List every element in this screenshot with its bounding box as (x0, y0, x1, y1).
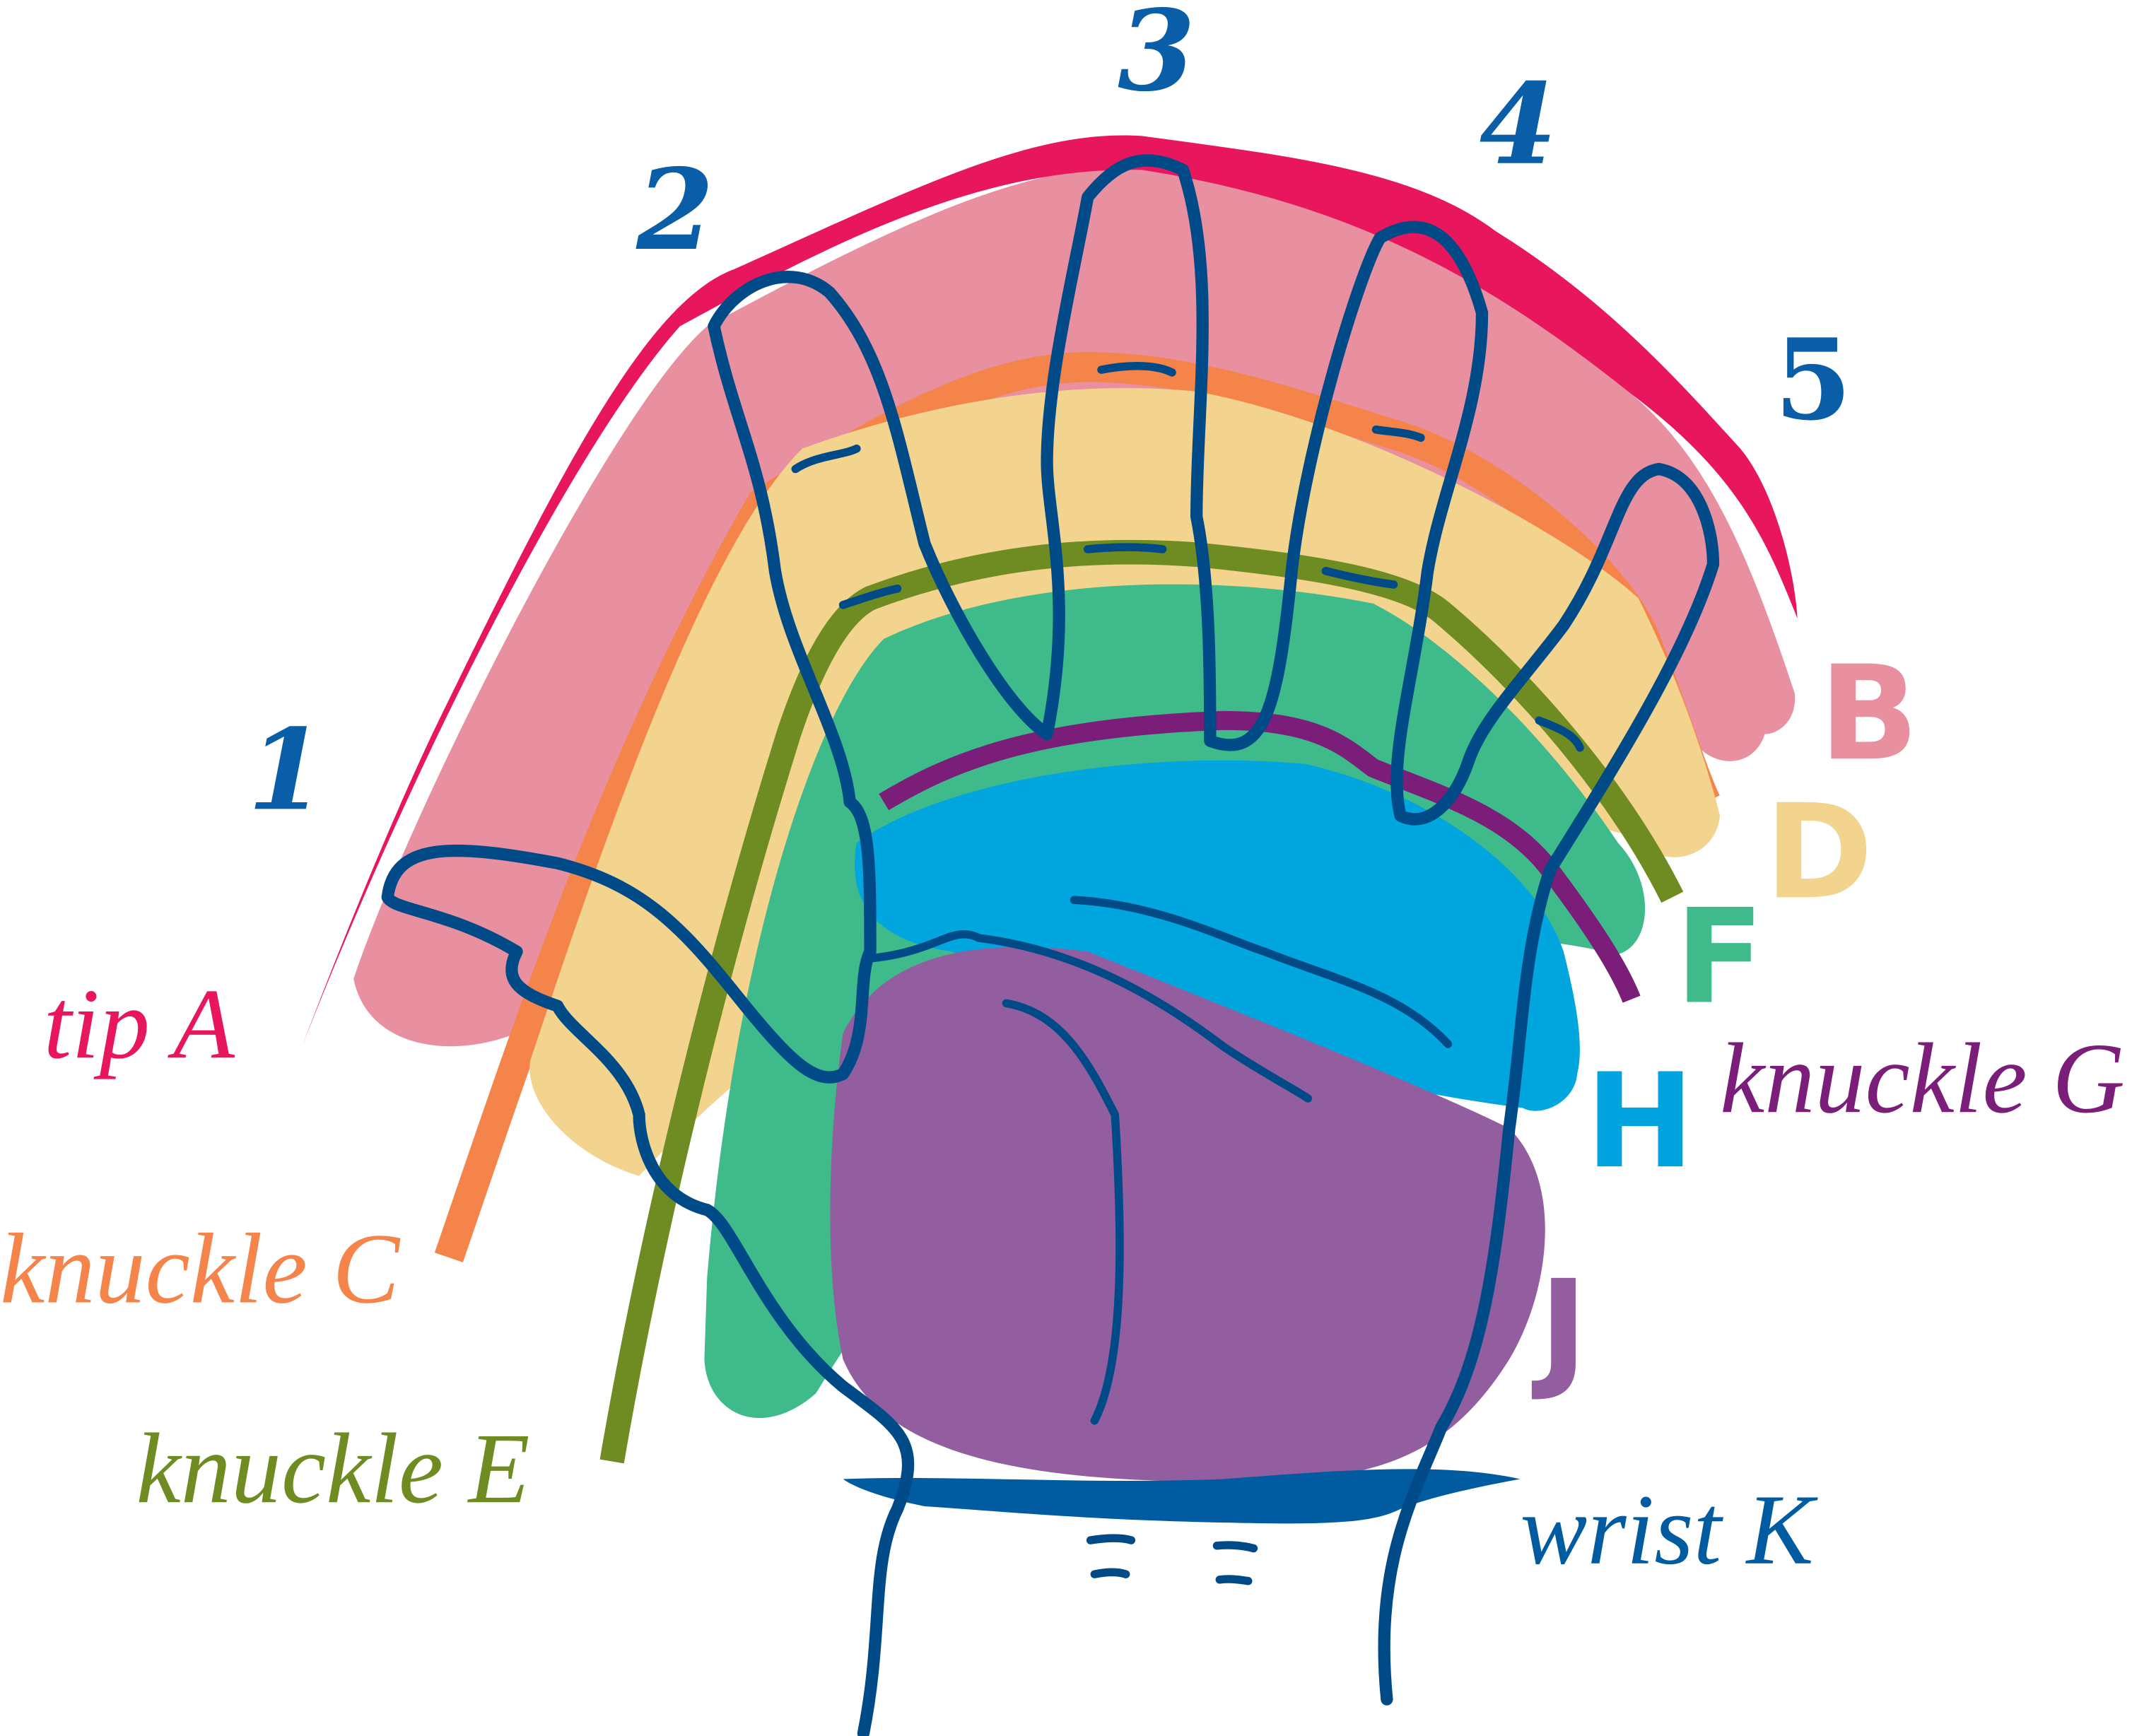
finger-number-1: 1 (247, 705, 325, 835)
finger-crease (1535, 716, 1584, 752)
label-b: B (1819, 638, 1919, 790)
hand-outline (381, 154, 1720, 1736)
label-d: D (1765, 776, 1873, 928)
label-tip-a: tip A (44, 968, 235, 1079)
finger-number-4: 4 (1480, 59, 1557, 190)
palm-crease (1002, 999, 1124, 1425)
finger-crease (1321, 566, 1398, 589)
finger-crease (791, 444, 861, 474)
finger-crease (1084, 543, 1167, 553)
label-j: J (1531, 1252, 1588, 1404)
finger-number-3: 3 (1118, 0, 1195, 117)
finger-number-5: 5 (1774, 315, 1852, 445)
region-j (830, 946, 1545, 1482)
region-knuckle-e (599, 539, 1684, 1464)
label-f: F (1675, 881, 1764, 1033)
finger-crease (1097, 361, 1176, 377)
label-knuckle-e: knuckle E (136, 1412, 529, 1524)
region-wrist-k (843, 1469, 1521, 1524)
palm-crease (866, 930, 1313, 1103)
label-h: H (1586, 1045, 1695, 1197)
finger-number-2: 2 (636, 145, 714, 276)
finger-crease (838, 585, 902, 609)
palm-crease (1070, 896, 1453, 1048)
label-knuckle-c: knuckle C (0, 1212, 401, 1324)
region-knuckle-g (879, 710, 1641, 1003)
wrist-crease (1086, 1534, 1258, 1585)
label-knuckle-g: knuckle G (1720, 1022, 2125, 1134)
finger-crease (1371, 425, 1425, 442)
label-wrist-k: wrist K (1520, 1474, 1818, 1585)
